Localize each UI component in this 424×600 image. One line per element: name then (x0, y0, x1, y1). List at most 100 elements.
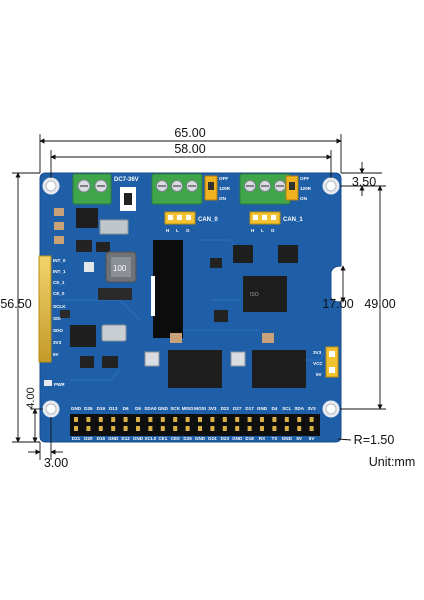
gpio-pin-label: SCL (282, 406, 291, 411)
power-inductor: 100 (105, 251, 137, 283)
gpio-pin (173, 417, 178, 422)
power-switch (120, 187, 136, 211)
capacitor-3 (54, 236, 64, 244)
gpio-pin-row (74, 417, 314, 431)
crystal-oscillator (101, 324, 127, 342)
can0-switch-on-label: ON (219, 196, 227, 201)
small-chip-4 (102, 356, 118, 368)
gpio-pin-label: GND (257, 406, 268, 411)
can-transceiver-0 (233, 245, 253, 263)
header-label-sclk: SCLK (53, 304, 66, 309)
header-label-ce1: CE_1 (53, 280, 65, 285)
dimension-labels: 65.00 58.00 56.50 4.00 49.00 3.50 17.00 … (0, 126, 415, 470)
gpio-pin (98, 426, 103, 431)
gpio-pin (235, 426, 240, 431)
gpio-pin (111, 426, 116, 431)
gpio-pin-label: D6 (123, 406, 129, 411)
capacitor-2 (54, 222, 64, 230)
dim-offset-x: 3.00 (44, 456, 68, 470)
small-chip-6 (214, 310, 228, 322)
can1-l-label: L (261, 228, 264, 233)
can0-label: CAN_0 (198, 217, 218, 223)
dim-notch-height: 17.00 (322, 297, 353, 311)
gpio-pin-label: GND (108, 436, 119, 441)
capacitor-1 (54, 208, 64, 216)
gpio-pin-label: D25 (183, 436, 192, 441)
gpio-pin (210, 426, 215, 431)
gpio-pin-label: 5V (309, 436, 316, 441)
gpio-pin-label: D19 (97, 406, 106, 411)
inductor-value: 100 (113, 264, 127, 273)
gpio-pin (160, 426, 165, 431)
gpio-pin (297, 417, 302, 422)
gpio-pin-label: GND (71, 406, 82, 411)
can0-l-label: L (176, 228, 179, 233)
gpio-pin (185, 426, 190, 431)
mounting-hole-bottom-right (322, 400, 340, 418)
gpio-pin-label: D20 (84, 436, 93, 441)
gpio-pin (297, 426, 302, 431)
dim-height-total: 56.50 (0, 297, 31, 311)
diode-component (99, 219, 129, 235)
gpio-pin-label: RX (259, 436, 266, 441)
gpio-pin (148, 426, 153, 431)
dim-width-total: 65.00 (174, 126, 205, 140)
vcc-label-3v3: 3V3 (313, 350, 322, 355)
capacitor-4 (170, 333, 182, 343)
isolation-slot (151, 276, 155, 316)
can1-switch-120r-label: 120R (300, 186, 312, 191)
gpio-pin-label: D17 (245, 406, 254, 411)
gpio-pin (173, 426, 178, 431)
dim-offset-y: 4.00 (25, 387, 37, 408)
small-chip-5 (210, 258, 222, 268)
small-chip-1 (76, 240, 92, 252)
can0-header-pins (164, 211, 196, 225)
gpio-pin (309, 426, 314, 431)
gpio-pin (86, 417, 91, 422)
pwr-led (44, 380, 52, 386)
gpio-pin-label: SDA0 (144, 406, 157, 411)
gpio-pin-label: D21 (72, 436, 81, 441)
header-label-int0: INT_0 (53, 258, 66, 263)
gpio-pin-label: D26 (84, 406, 93, 411)
dim-corner-offset: 3.50 (352, 175, 376, 189)
inductor-small-1 (230, 351, 246, 367)
gpio-pin-label: GND (232, 436, 243, 441)
gpio-pin (309, 417, 314, 422)
left-spi-header (38, 255, 52, 363)
dimension-lines (12, 134, 386, 460)
unit-label: Unit:mm (369, 455, 416, 469)
mcp2515-controller-chip (70, 325, 96, 347)
gpio-pin (235, 417, 240, 422)
can1-label: CAN_1 (283, 217, 303, 223)
can0-termination-switch (204, 175, 218, 201)
gpio-pin-label: MOSI (194, 406, 206, 411)
gpio-pin (284, 426, 289, 431)
header-label-sdo: SDO (53, 328, 63, 333)
gpio-pin-label: SCK (170, 406, 180, 411)
pcb-board: DC7-36V OFF 120R ON CAN_0 H L G (38, 172, 342, 443)
gpio-pin-label: GND (195, 436, 206, 441)
gpio-pin-label: D12 (121, 436, 130, 441)
isolated-dcdc-1 (252, 350, 306, 388)
can0-switch-120r-label: 120R (219, 186, 231, 191)
gpio-pin-label: 3V3 (308, 406, 317, 411)
gpio-pin-label: D13 (109, 406, 118, 411)
dim-height-holes: 49.00 (364, 297, 395, 311)
pwr-led-label: PWR (54, 382, 65, 387)
gpio-pin (198, 426, 202, 431)
isolation-black-block (153, 240, 183, 338)
mounting-hole-bottom-left (42, 400, 60, 418)
gpio-pin (148, 417, 153, 422)
led-component (84, 262, 94, 272)
gpio-pin (272, 417, 277, 422)
can1-termination-switch (285, 175, 299, 201)
gpio-pin-label: GND (133, 436, 144, 441)
regulator-chip (76, 208, 98, 228)
capacitor-5 (262, 333, 274, 343)
gpio-pin (260, 426, 264, 431)
diode-bottom (98, 288, 132, 300)
header-label-5v: 5V (53, 352, 60, 357)
